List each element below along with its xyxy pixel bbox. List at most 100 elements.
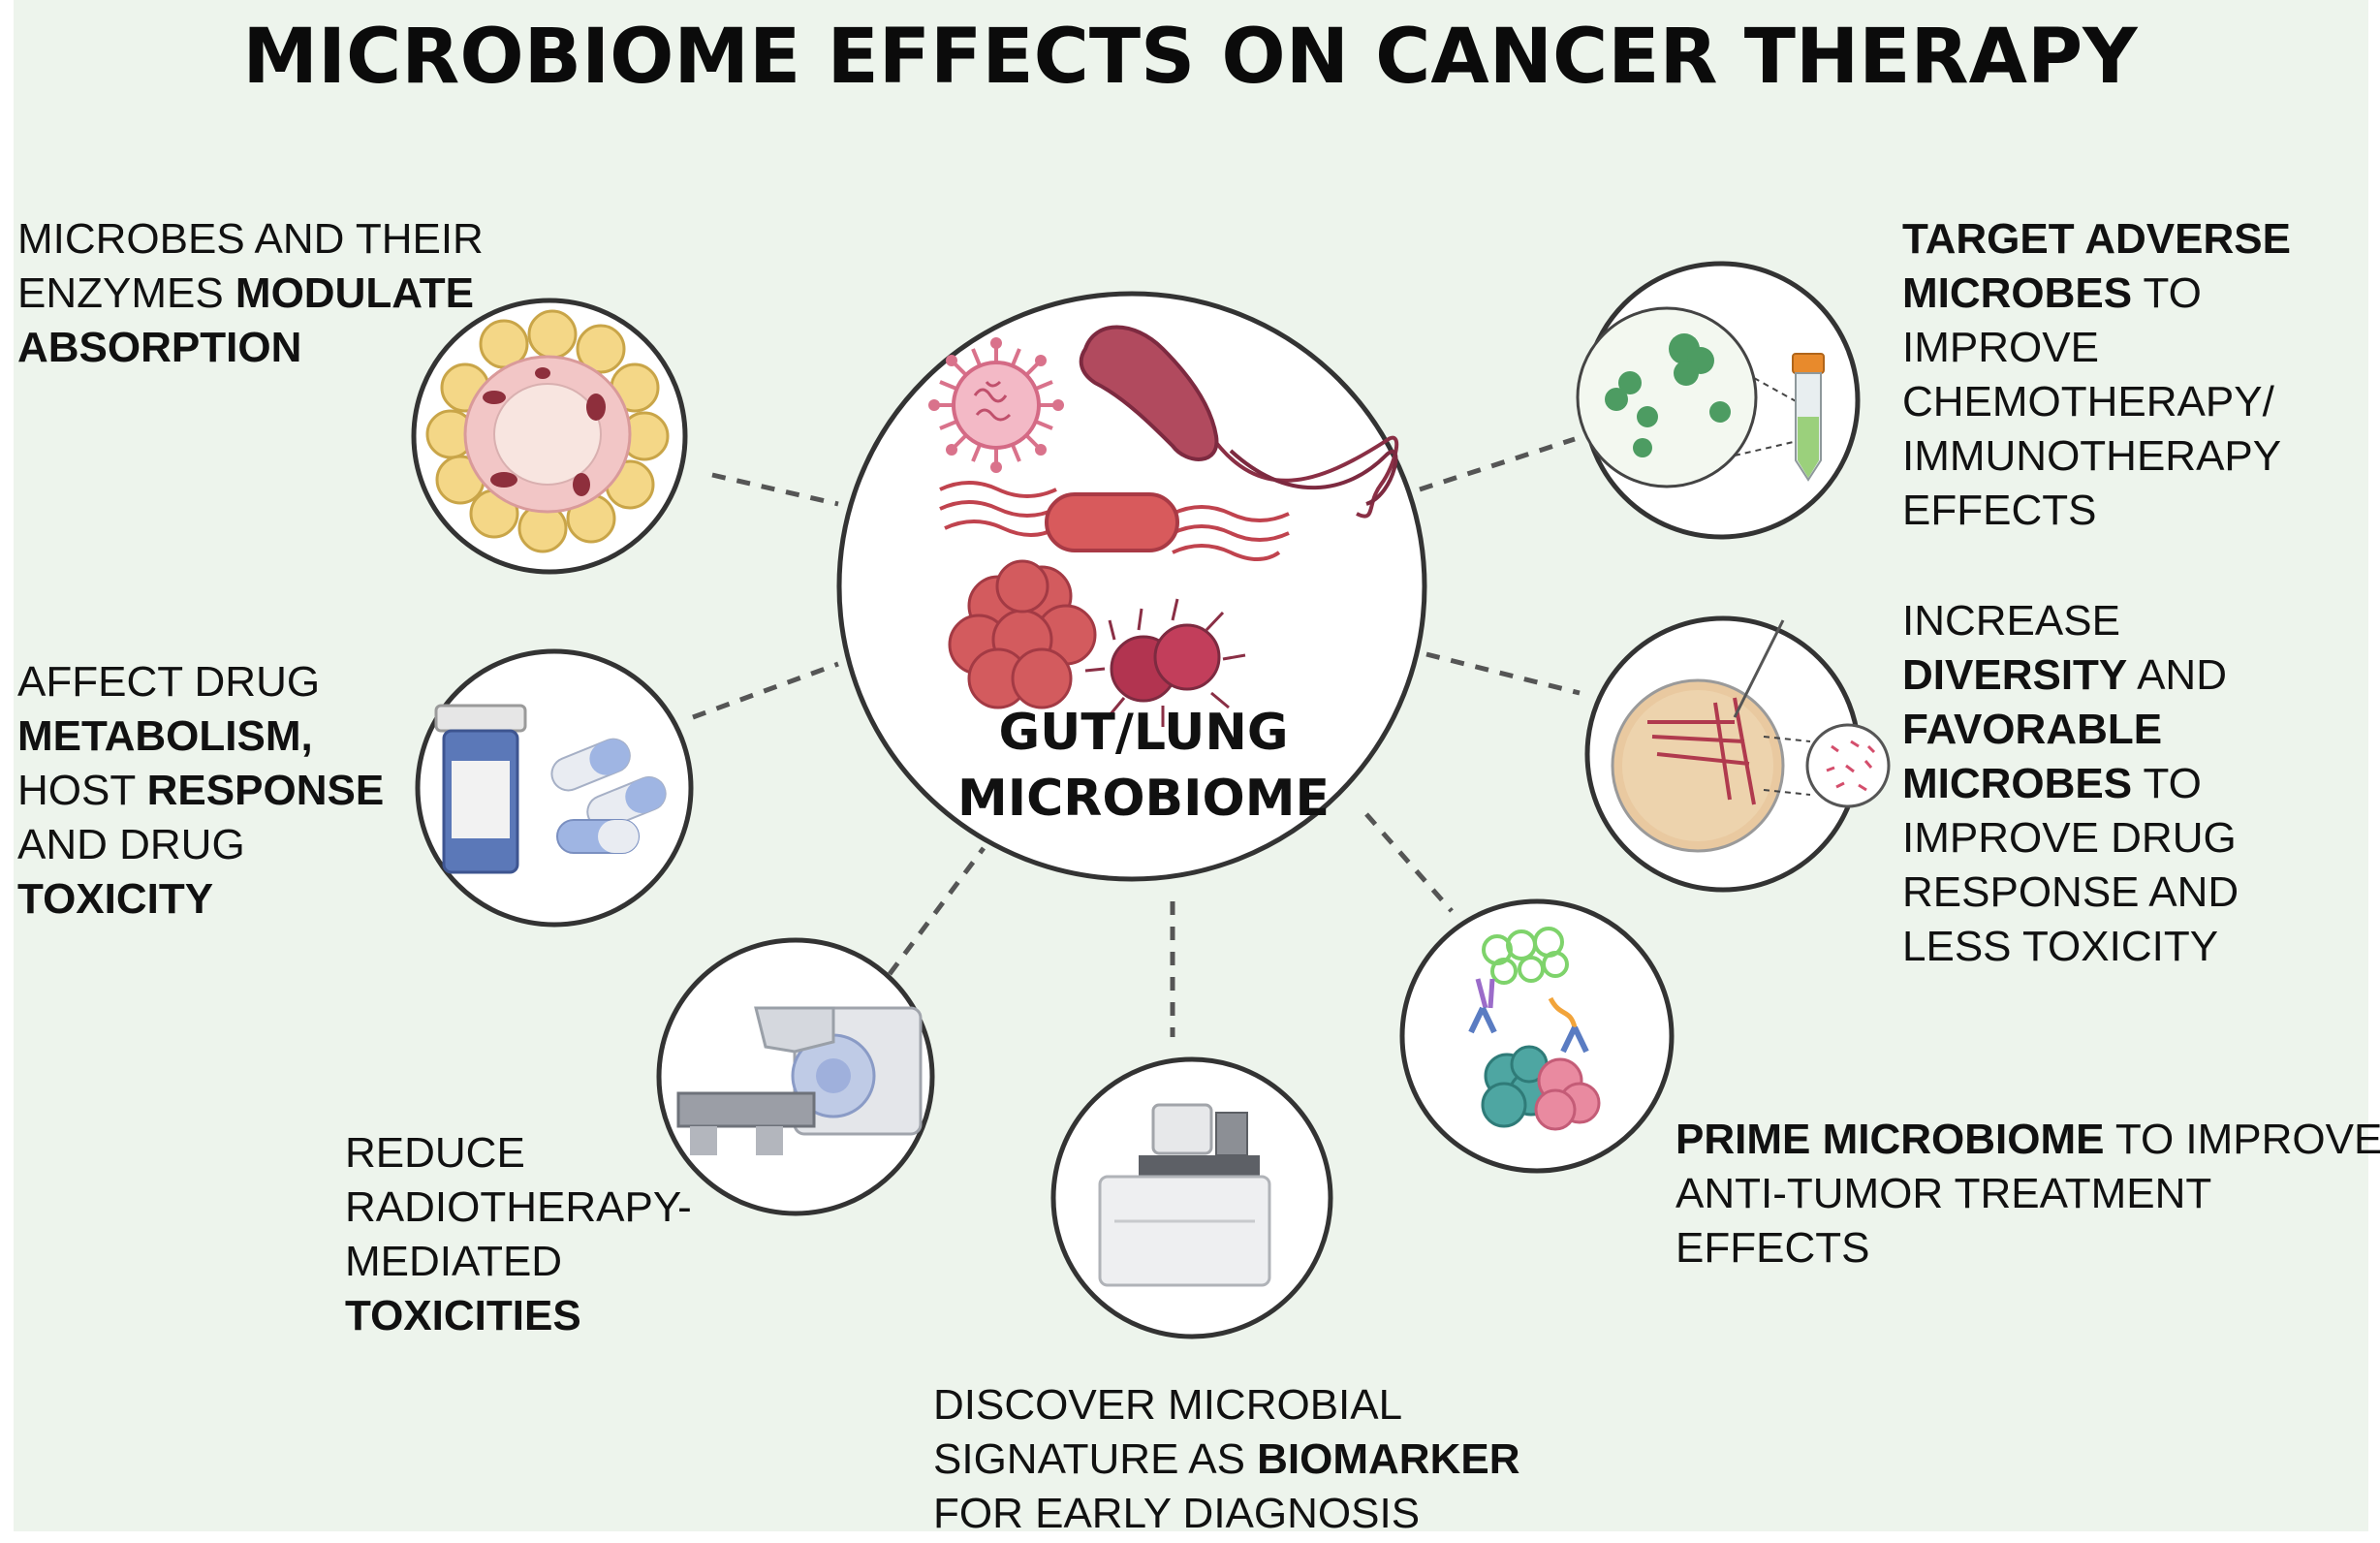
diversity-label-text: IMPROVE DRUG	[1902, 814, 2237, 862]
prime-label-line: PRIME MICROBIOME TO IMPROVE	[1675, 1113, 2380, 1167]
diversity-label-line: FAVORABLE	[1902, 703, 2239, 757]
radiotherapy-label-line: TOXICITIES	[345, 1289, 692, 1343]
metabolism-label-text: TOXICITY	[17, 875, 214, 923]
metabolism-label-text: METABOLISM,	[17, 712, 313, 760]
prime-label-text: EFFECTS	[1675, 1224, 1870, 1272]
prime-label-text: TO IMPROVE	[2104, 1116, 2380, 1163]
prime-label-text: ANTI-TUMOR TREATMENT	[1675, 1170, 2212, 1217]
diversity-label-text: AND	[2127, 651, 2227, 699]
diversity-label-text: LESS TOXICITY	[1902, 923, 2219, 970]
prime-circle	[1399, 898, 1675, 1174]
diversity-label-line: RESPONSE AND	[1902, 866, 2239, 920]
connector-target	[1419, 436, 1576, 492]
target-label-line: IMMUNOTHERAPY	[1902, 429, 2291, 484]
center-label-line2: MICROBIOME	[957, 770, 1330, 828]
diversity-label-text: MICROBES	[1902, 760, 2133, 807]
metabolism-label-text: HOST	[17, 767, 147, 814]
diversity-label-line: LESS TOXICITY	[1902, 920, 2239, 974]
center-label-line1: GUT/LUNG	[998, 704, 1289, 762]
target-label-text: TO	[2132, 269, 2202, 317]
diversity-label-text: DIVERSITY	[1902, 651, 2128, 699]
target-label-line: MICROBES TO	[1902, 267, 2291, 321]
connectors	[692, 436, 1581, 1037]
target-label-line: IMPROVE	[1902, 321, 2291, 375]
connector-prime	[1364, 812, 1454, 913]
biomarker-label-line: FOR EARLY DIAGNOSIS	[933, 1487, 1519, 1541]
adipose-tissue-icon	[425, 309, 670, 553]
biomarker-label-text: DISCOVER MICROBIAL	[933, 1381, 1403, 1429]
radiotherapy-label-text: TOXICITIES	[345, 1292, 581, 1339]
biomarker-label-text: BIOMARKER	[1257, 1435, 1520, 1483]
metabolism-label-line: AND DRUG	[17, 818, 384, 872]
target-label-line: TARGET ADVERSE	[1902, 212, 2291, 267]
absorption-label-line: MICROBES AND THEIR	[17, 212, 484, 267]
target-label-text: EFFECTS	[1902, 487, 2097, 534]
target-label-text: TARGET ADVERSE	[1902, 215, 2291, 263]
prime-label-line: ANTI-TUMOR TREATMENT	[1675, 1167, 2380, 1221]
biomarker-label-text: SIGNATURE AS	[933, 1435, 1258, 1483]
center-label: GUT/LUNG MICROBIOME	[950, 700, 1337, 832]
absorption-label-text: MICROBES AND THEIR	[17, 215, 484, 263]
coccus-cluster-icon	[948, 559, 1097, 709]
sequencer-instrument-icon	[1098, 1103, 1271, 1287]
metabolism-label-line: AFFECT DRUG	[17, 655, 384, 709]
diversity-label-line: IMPROVE DRUG	[1902, 811, 2239, 866]
diplococcus-icon	[1084, 598, 1246, 727]
metabolism-label-text: AFFECT DRUG	[17, 658, 321, 706]
petri-dish-icon	[1611, 619, 1891, 853]
pill-bottle-icon	[434, 704, 667, 874]
target-label-text: MICROBES	[1902, 269, 2133, 317]
radiotherapy-label-line: REDUCE	[345, 1126, 692, 1181]
connector-metabolism	[692, 661, 839, 720]
biomarker-label-line: DISCOVER MICROBIAL	[933, 1378, 1519, 1433]
radiotherapy-machine-icon	[676, 1006, 923, 1155]
target-label-line: EFFECTS	[1902, 484, 2291, 538]
metabolism-label-line: METABOLISM,	[17, 709, 384, 764]
absorption-label-text: MODULATE	[235, 269, 474, 317]
target-label-text: IMPROVE	[1902, 324, 2099, 371]
prime-label-line: EFFECTS	[1675, 1221, 2380, 1275]
target-label-line: CHEMOTHERAPY/	[1902, 375, 2291, 429]
metabolism-label-line: TOXICITY	[17, 872, 384, 927]
diversity-label-line: INCREASE	[1902, 594, 2239, 648]
connector-diversity	[1425, 651, 1581, 696]
target-label-text: IMMUNOTHERAPY	[1902, 432, 2282, 480]
radiotherapy-label: REDUCE RADIOTHERAPY- MEDIATED TOXICITIES	[345, 1126, 692, 1343]
biomarker-label-line: SIGNATURE AS BIOMARKER	[933, 1433, 1519, 1487]
absorption-label-text: ENZYMES	[17, 269, 235, 317]
diversity-label-text: TO	[2132, 760, 2202, 807]
radiotherapy-label-text: MEDIATED	[345, 1238, 563, 1285]
connector-absorption	[711, 472, 839, 507]
diversity-label-line: DIVERSITY AND	[1902, 648, 2239, 703]
absorption-label-text: ABSORPTION	[17, 324, 302, 371]
prime-label-text: PRIME MICROBIOME	[1675, 1116, 2105, 1163]
connector-radiotherapy	[887, 846, 986, 976]
radiotherapy-label-line: RADIOTHERAPY-	[345, 1181, 692, 1235]
radiotherapy-label-text: RADIOTHERAPY-	[345, 1183, 692, 1231]
metabolism-label-text: AND DRUG	[17, 821, 245, 868]
virus-icon	[928, 337, 1064, 473]
antibody-tumor-icon	[1468, 927, 1601, 1131]
diversity-label-text: FAVORABLE	[1902, 706, 2163, 753]
absorption-label-line: ENZYMES MODULATE	[17, 267, 484, 321]
page-title: MICROBIOME EFFECTS ON CANCER THERAPY	[242, 14, 2138, 101]
target-label-text: CHEMOTHERAPY/	[1902, 378, 2274, 425]
microscope-test-tube-icon	[1576, 306, 1825, 488]
metabolism-label-line: HOST RESPONSE	[17, 764, 384, 818]
biomarker-label-text: FOR EARLY DIAGNOSIS	[933, 1490, 1421, 1537]
diversity-label-line: MICROBES TO	[1902, 757, 2239, 811]
diversity-label-text: INCREASE	[1902, 597, 2120, 645]
rod-bacterium-icon	[1079, 325, 1399, 519]
radiotherapy-label-text: REDUCE	[345, 1129, 525, 1177]
radiotherapy-label-line: MEDIATED	[345, 1235, 692, 1289]
metabolism-label-text: RESPONSE	[146, 767, 385, 814]
flagellated-bacterium-icon	[939, 481, 1290, 561]
absorption-label-line: ABSORPTION	[17, 321, 484, 375]
